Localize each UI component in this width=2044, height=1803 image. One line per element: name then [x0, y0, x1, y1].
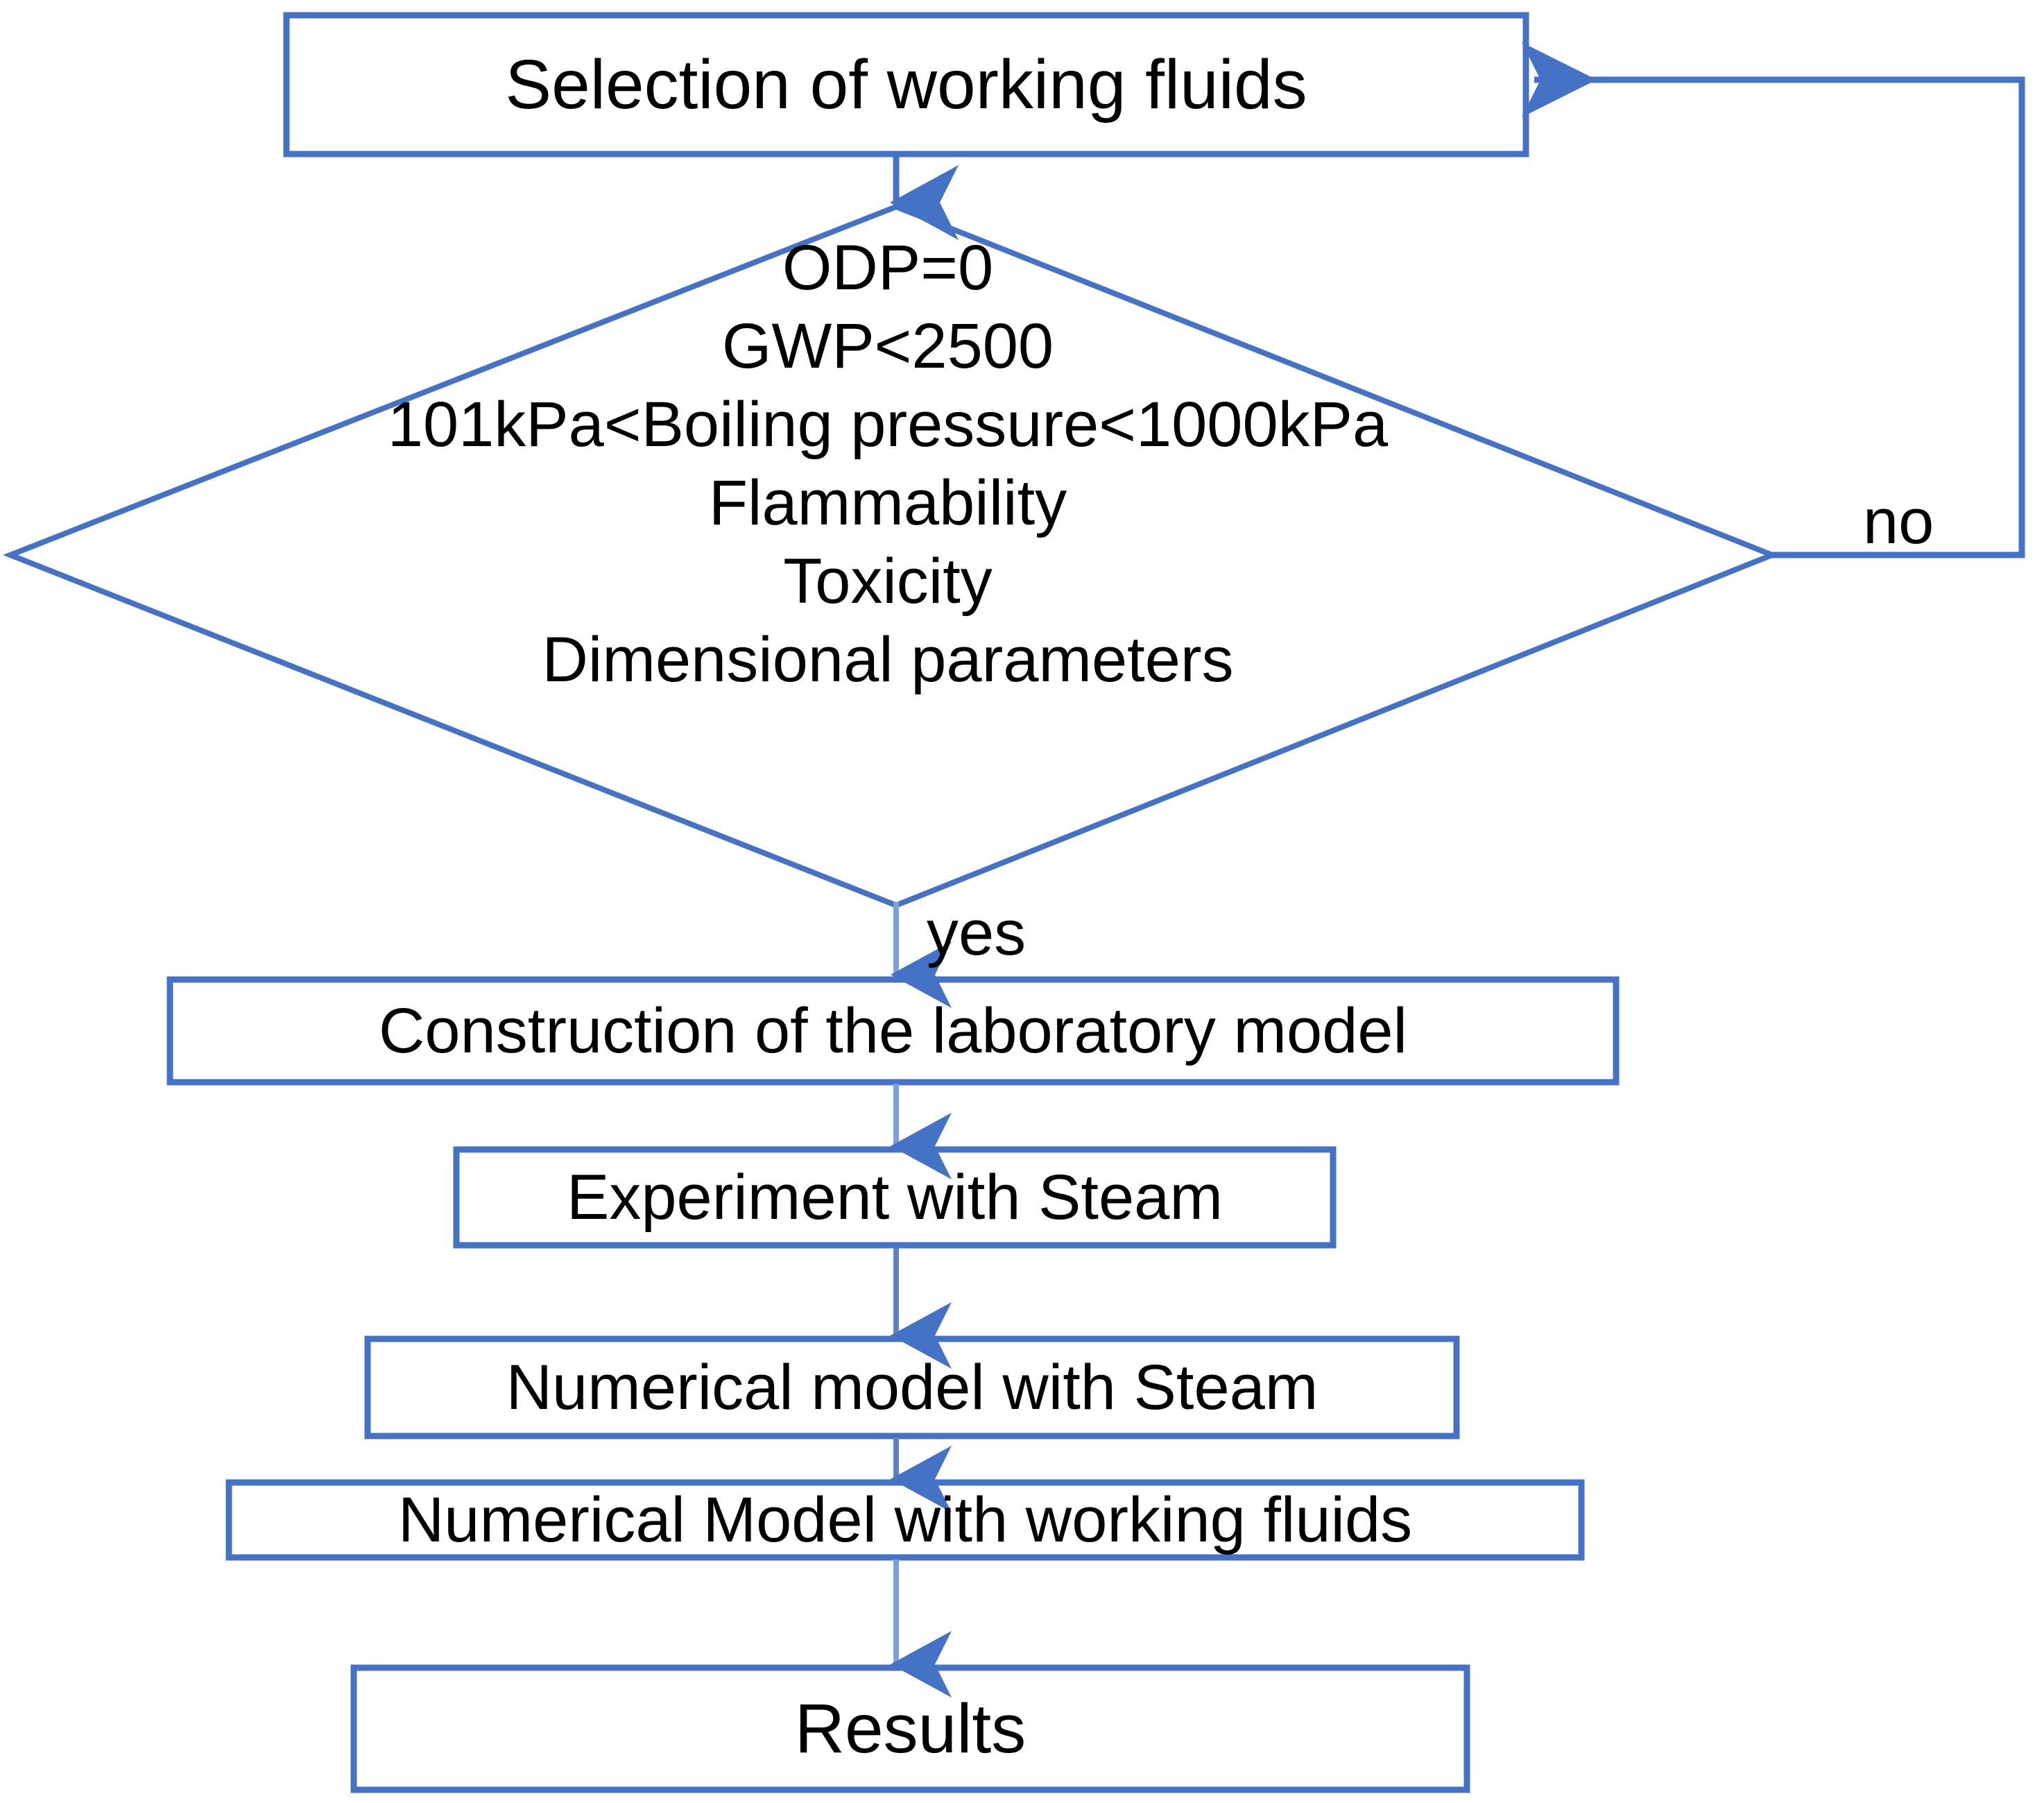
decision-criteria-list: ODP=0 GWP<2500 101kPa<Boiling pressure<1…: [0, 229, 1776, 699]
decision-criterion-gwp: GWP<2500: [721, 311, 1054, 382]
node-selection-of-working-fluids-shape: [283, 12, 1529, 157]
edge-label-yes: yes: [927, 898, 1027, 968]
node-experiment-with-steam-shape: [453, 1146, 1337, 1249]
decision-criterion-flammability: Flammability: [708, 468, 1067, 538]
node-results-shape: [350, 1664, 1470, 1793]
decision-criterion-dimensional-parameters: Dimensional parameters: [542, 624, 1234, 695]
node-numerical-model-with-steam-shape: [364, 1335, 1460, 1439]
node-numerical-model-with-working-fluids-shape: [225, 1479, 1585, 1561]
decision-criterion-toxicity: Toxicity: [783, 546, 993, 617]
edge-decision-no-loop: [1522, 42, 2025, 558]
edge-label-no: no: [1863, 486, 1934, 557]
decision-criterion-odp: ODP=0: [782, 232, 994, 303]
node-construction-of-the-laboratory-model-shape: [166, 976, 1620, 1086]
decision-criterion-boiling-pressure: 101kPa<Boiling pressure<1000kPa: [387, 389, 1389, 460]
